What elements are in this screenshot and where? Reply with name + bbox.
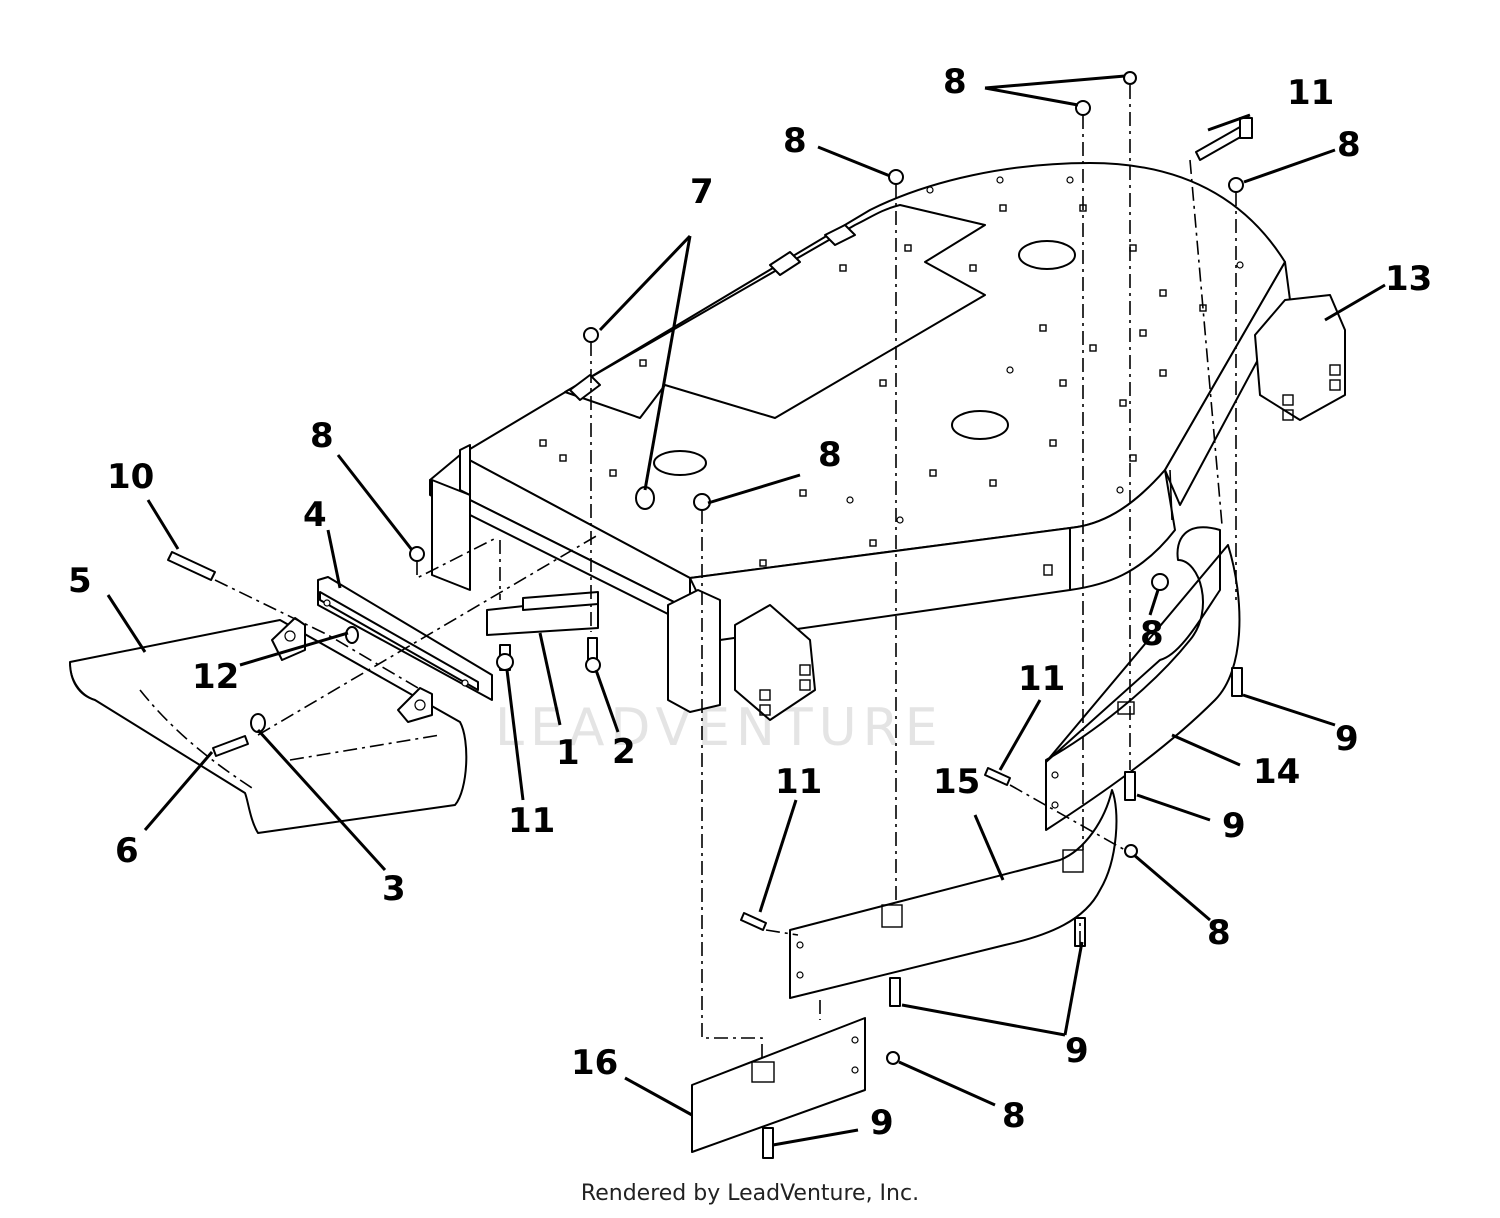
callout-8: 8 (783, 121, 807, 161)
callout-9: 9 (870, 1103, 894, 1143)
part-14-baffle (1045, 526, 1241, 831)
mower-deck (429, 162, 1346, 721)
callout-14: 14 (1253, 752, 1300, 792)
callout-8: 8 (310, 416, 334, 456)
callout-13: 13 (1385, 259, 1432, 299)
callout-16: 16 (571, 1043, 618, 1083)
deck-holes (539, 176, 1244, 567)
callout-8: 8 (943, 62, 967, 102)
callout-9: 9 (1222, 806, 1246, 846)
callout-6: 6 (115, 831, 139, 871)
callout-8: 8 (1140, 614, 1164, 654)
callout-15: 15 (933, 762, 980, 802)
callout-1: 1 (556, 733, 580, 773)
leader-lines (106, 74, 1386, 1147)
callout-4: 4 (303, 495, 327, 535)
part-15-baffle (789, 789, 1118, 999)
callout-12: 12 (192, 657, 239, 697)
callout-3: 3 (382, 869, 406, 909)
callout-8: 8 (1002, 1096, 1026, 1136)
watermark-text: LEADVENTURE (495, 698, 944, 758)
callout-8: 8 (818, 435, 842, 475)
callout-labels: 8 8 11 8 13 7 8 8 10 4 5 12 6 3 1 2 11 8… (68, 62, 1432, 1143)
callout-10: 10 (107, 457, 154, 497)
footer-credit: Rendered by LeadVenture, Inc. (580, 1181, 920, 1206)
callout-9: 9 (1065, 1031, 1089, 1071)
part-4-hinge-rail (317, 576, 493, 701)
callout-2: 2 (612, 732, 636, 772)
callout-9: 9 (1335, 719, 1359, 759)
callout-11: 11 (775, 762, 822, 802)
callout-8: 8 (1337, 125, 1361, 165)
part-16-plate (691, 1017, 866, 1153)
hardware (167, 71, 1253, 1159)
callout-11: 11 (508, 801, 555, 841)
callout-11: 11 (1287, 73, 1334, 113)
assembly-lines (139, 85, 1237, 1062)
callout-5: 5 (68, 561, 92, 601)
callout-11: 11 (1018, 659, 1065, 699)
callout-7: 7 (690, 172, 714, 212)
part-5-discharge-chute (69, 617, 468, 834)
callout-8: 8 (1207, 913, 1231, 953)
